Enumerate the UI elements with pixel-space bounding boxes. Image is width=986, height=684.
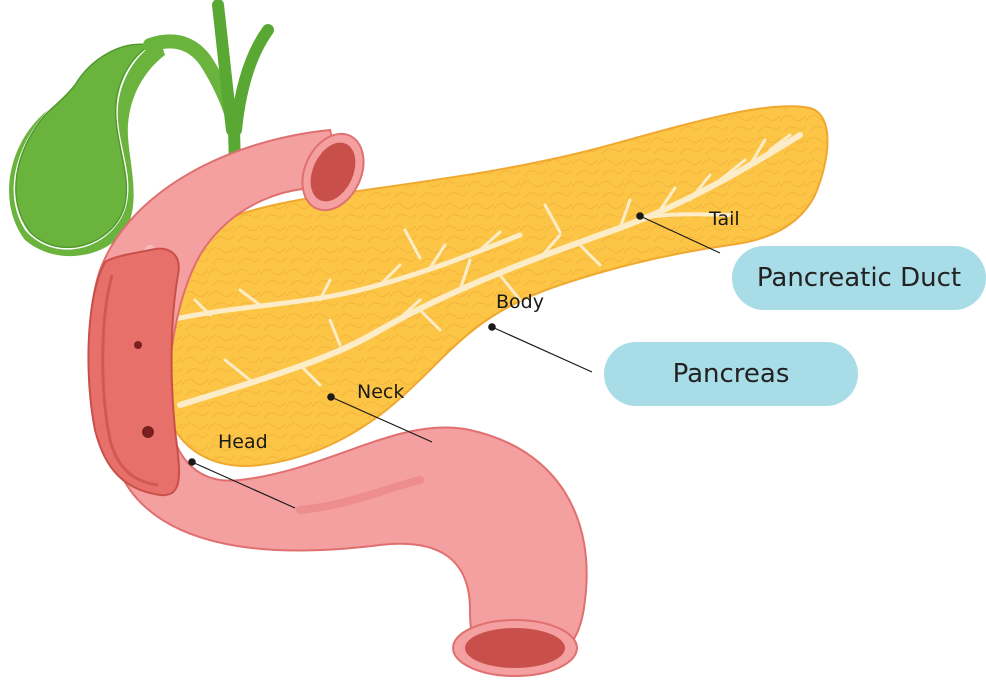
pancreas-callout: Pancreas xyxy=(604,342,858,406)
pancreatic-duct xyxy=(167,132,803,408)
pancreatic-duct-callout-text: Pancreatic Duct xyxy=(756,263,962,293)
head-label: Head xyxy=(218,431,268,453)
pancreas-callout-text: Pancreas xyxy=(672,359,790,389)
head-point xyxy=(188,458,196,466)
neck-point xyxy=(327,393,335,401)
pancreatic-duct-callout: Pancreatic Duct xyxy=(732,246,986,310)
body-label: Body xyxy=(496,291,544,313)
leader-lines xyxy=(188,212,721,509)
tail-point xyxy=(636,212,644,220)
neck-label: Neck xyxy=(357,381,404,403)
body-point xyxy=(488,323,496,331)
tail-label: Tail xyxy=(708,208,740,230)
duodenum xyxy=(87,128,588,677)
